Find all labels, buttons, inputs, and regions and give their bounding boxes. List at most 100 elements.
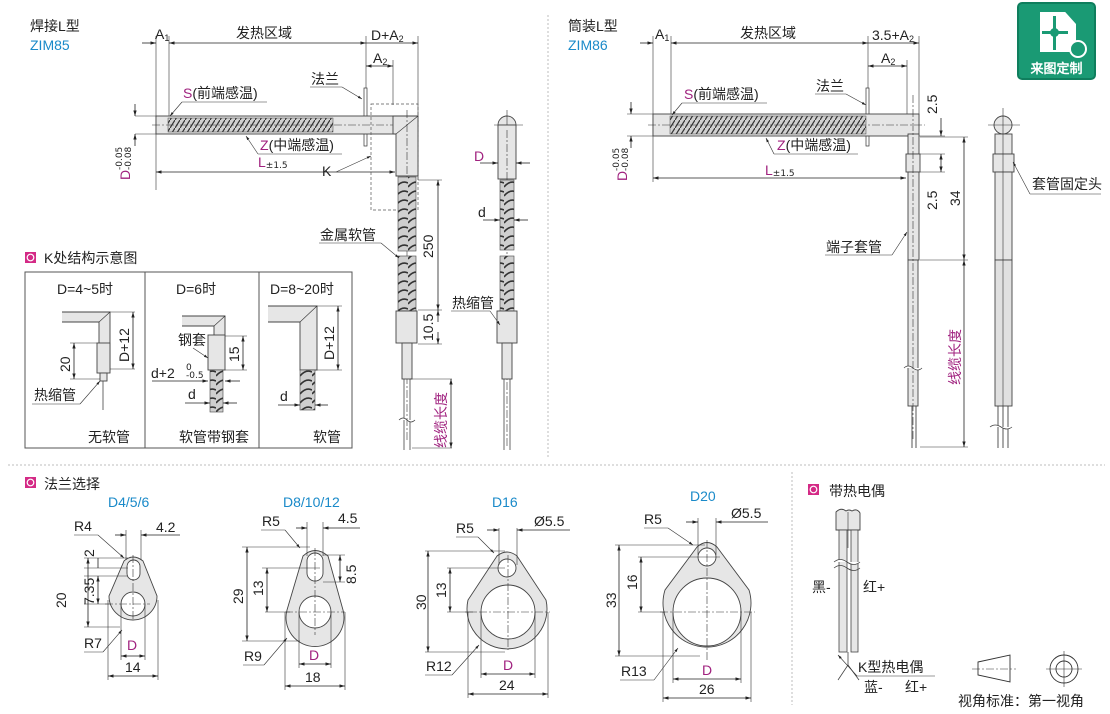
- k-detail-section: K处结构示意图 D=4~5时 无软管 D+12 20 热缩管 D=6时 软管带钢…: [24, 250, 353, 449]
- k-col2-condition: D=6时: [176, 281, 216, 297]
- flange-label: 法兰: [311, 71, 339, 87]
- flange-r-bottom: R12: [426, 658, 452, 674]
- flange-r-top: R5: [262, 513, 280, 529]
- k-col3-condition: D=8~20时: [270, 281, 334, 297]
- flange-slot-h: 8.5: [343, 564, 359, 584]
- model-code: ZIM85: [30, 37, 70, 53]
- flange-variant-name: D4/5/6: [108, 494, 149, 510]
- dia-tol-lower: -0.08: [621, 147, 631, 171]
- wrench-icon: [1069, 40, 1087, 58]
- flange-width: 14: [125, 659, 141, 675]
- wire-red: [850, 529, 859, 653]
- shrink-tube: [395, 310, 418, 344]
- dim-a2: A2: [373, 50, 387, 67]
- k-col1-part-label: 热缩管: [34, 387, 76, 403]
- red-pos-label: 红+: [863, 579, 885, 595]
- k-col2-dim-b: d+2: [151, 365, 175, 381]
- k-col3-dim-b: D+12: [321, 326, 337, 360]
- k-col1-caption: 无软管: [88, 429, 130, 445]
- flange-r-bottom: R13: [621, 663, 647, 679]
- metal-hose-label: 金属软管: [320, 227, 376, 243]
- metal-hose: [397, 255, 417, 312]
- flange-r-top: R5: [644, 511, 662, 527]
- sensor-z-label: Z(中端感温): [260, 137, 334, 153]
- sensor-s-label: S(前端感温): [183, 85, 258, 101]
- k-col2-tol-lower: -0.5: [186, 371, 204, 381]
- dim-sleeve-length: 34: [947, 190, 963, 206]
- k-col2-dim-a: 15: [226, 346, 242, 362]
- flange-top-width: Ø5.5: [534, 513, 565, 529]
- flange-height: 33: [603, 592, 619, 608]
- blue-neg-label: 蓝-: [864, 679, 883, 695]
- flange-offset: 13: [250, 580, 266, 596]
- k-col1-dim-b: D+12: [116, 328, 132, 362]
- flange-select-title: 法兰选择: [44, 476, 100, 492]
- k-detail-table: [24, 271, 353, 449]
- thermocouple-section: 带热电偶 黑- 红+ K型热电偶 蓝- 红+ 视角标准：第一视角: [808, 483, 1084, 709]
- k-col2-dim-c: d: [188, 386, 196, 402]
- flange-width: 18: [305, 669, 321, 685]
- flange-offset: 13: [433, 582, 449, 598]
- dim-a2: A2: [881, 50, 895, 67]
- sleeve-holder-label: 套管固定头: [1032, 176, 1102, 192]
- k-col2-part-label: 钢套: [178, 332, 206, 348]
- flange-r-bottom: R9: [244, 648, 262, 664]
- flange-bore: D: [309, 647, 319, 663]
- projection-cone-icon: [977, 654, 1011, 683]
- flange-top-width: 4.5: [338, 510, 358, 526]
- flange-r-top: R4: [74, 518, 92, 534]
- left-view-zim85: 焊接L型 ZIM85 A1 发热区域 D+A2 A2 法兰 D -0.05 -0…: [30, 18, 530, 450]
- flange-label: 法兰: [816, 78, 844, 94]
- shrink-tube-label: 热缩管: [452, 295, 494, 311]
- sensor-s-label: S(前端感温): [684, 86, 759, 102]
- dim-shrink-length: 10.5: [420, 314, 436, 341]
- k-detail-title: K处结构示意图: [44, 250, 137, 266]
- flange-variant: D8/10/12 R5 4.5 29 13 8.5: [230, 494, 360, 690]
- k-col1-condition: D=4~5时: [57, 281, 113, 297]
- side-dim-d-upper: D: [474, 148, 484, 164]
- k-detail-box: [370, 103, 419, 211]
- dim-a1: A1: [155, 26, 169, 43]
- flange-slot-h: 2: [81, 549, 97, 557]
- right-view-zim86: 筒装L型 ZIM86 A1 发热区域 3.5+A2 A2 法兰 D -0.05 …: [568, 18, 1102, 448]
- flange-variant-name: D8/10/12: [283, 494, 340, 510]
- flange-variant-name: D20: [690, 488, 716, 504]
- thermocouple-title: 带热电偶: [829, 483, 885, 499]
- k-col3-dim-c: d: [280, 388, 288, 404]
- dim-cable-length: 线缆长度: [433, 392, 449, 448]
- section-marker-icon: [25, 252, 36, 263]
- dim-length: L±1.5: [765, 162, 795, 179]
- badge-label: 来图定制: [1030, 62, 1083, 77]
- flange-bore: D: [503, 657, 513, 673]
- projection-standard-label: 视角标准：第一视角: [958, 693, 1084, 709]
- flange-variant-name: D16: [492, 494, 518, 510]
- k-col3-caption: 软管: [313, 429, 341, 445]
- flange-height: 30: [413, 594, 429, 610]
- flange-bore: D: [127, 637, 137, 653]
- dia-tol-lower: -0.08: [124, 146, 134, 170]
- custom-drawing-badge[interactable]: 来图定制: [1017, 2, 1096, 80]
- dim-cable-length: 线缆长度: [947, 329, 963, 385]
- flange-height: 20: [53, 592, 69, 608]
- flange-variant: D20 R5 Ø5.5 33 16 R13: [603, 488, 768, 702]
- flange-variant: D4/5/6 R4 4.2 20 2 7.35: [53, 494, 180, 680]
- wire-black: [838, 529, 848, 653]
- model-code: ZIM86: [568, 37, 608, 53]
- type-label: 筒装L型: [568, 18, 618, 34]
- flange-offset: 7.35: [81, 578, 97, 605]
- flange-r-bottom: R7: [84, 635, 102, 651]
- flange-width: 24: [499, 677, 515, 693]
- dim-length: L±1.5: [258, 154, 288, 171]
- dim-diameter: D: [117, 170, 133, 180]
- heater-elbow: [392, 115, 419, 177]
- flange-bore: D: [702, 662, 712, 678]
- side-dim-d-lower: d: [478, 204, 486, 220]
- terminal-sleeve-label: 端子套管: [826, 239, 882, 255]
- dim-offset: 3.5+A2: [872, 27, 914, 44]
- metal-hose: [397, 176, 417, 252]
- section-marker-icon: [25, 477, 36, 488]
- cable-jacket: [401, 342, 413, 380]
- dim-hose-length: 250: [420, 234, 436, 258]
